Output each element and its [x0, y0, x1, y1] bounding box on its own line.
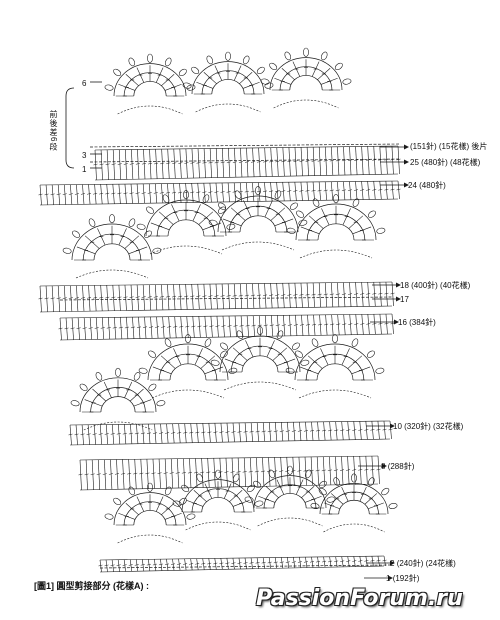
row-label-1: 1 (192針) — [386, 574, 420, 583]
chain-row — [89, 143, 401, 148]
stitch-band — [58, 313, 395, 341]
shell-motif — [182, 51, 274, 113]
shell-motif — [104, 482, 196, 544]
stitch-band — [38, 281, 395, 313]
shell-motif — [244, 465, 336, 527]
shell-motif — [285, 334, 385, 399]
shell-motif — [70, 367, 166, 431]
shell-motif — [310, 473, 398, 533]
figure-caption: [圖1] 圓型剪接部分 (花樣A) : — [34, 581, 149, 591]
row-arrow — [380, 159, 409, 165]
row-arrow — [366, 423, 395, 429]
stitch-band — [38, 180, 401, 206]
shell-motif — [208, 186, 308, 251]
left-row-1: 1 — [82, 165, 87, 174]
row-label-17: 17 — [400, 295, 409, 304]
shell-motif — [172, 469, 264, 531]
row-arrow — [380, 182, 409, 188]
row-label-24: 24 (480針) — [408, 181, 446, 190]
row-arrow — [372, 282, 401, 288]
shell-motif — [260, 47, 352, 109]
shell-motif — [62, 214, 162, 279]
watermark-logo: PassionForum.ru — [256, 586, 463, 611]
shell-motif — [136, 190, 236, 255]
shell-motif — [138, 334, 238, 399]
left-row-3: 3 — [82, 151, 87, 160]
row-label-16: 16 (384針) — [398, 318, 436, 327]
side-bracket — [65, 87, 75, 169]
shell-motif — [104, 53, 196, 115]
shell-motif — [286, 194, 386, 259]
row-label-top: (151針) (15花樣) 後片 — [410, 142, 488, 151]
row-label-8: 8 (288針) — [381, 462, 415, 471]
stitch-band — [98, 555, 387, 573]
stitch-band — [93, 145, 401, 181]
side-note: 前後差6段 — [49, 110, 58, 152]
row-arrow — [372, 296, 401, 302]
row-label-2: 2 (240針) (24花樣) — [390, 559, 456, 568]
stitch-band — [68, 420, 393, 446]
chain-row — [59, 296, 393, 301]
row-arrow — [358, 463, 387, 469]
chain-row — [99, 564, 391, 569]
row-arrow — [364, 575, 393, 581]
row-label-18: 18 (400針) (40花樣) — [400, 281, 471, 290]
left-row-6: 6 — [82, 79, 87, 88]
chain-row — [89, 158, 401, 163]
row-arrow — [366, 560, 395, 566]
row-label-25: 25 (480針) (48花樣) — [410, 158, 481, 167]
stitch-band — [78, 455, 381, 491]
row-arrow — [380, 144, 409, 150]
row-label-10: 10 (320針) (32花樣) — [393, 422, 464, 431]
row-arrow — [370, 319, 399, 325]
